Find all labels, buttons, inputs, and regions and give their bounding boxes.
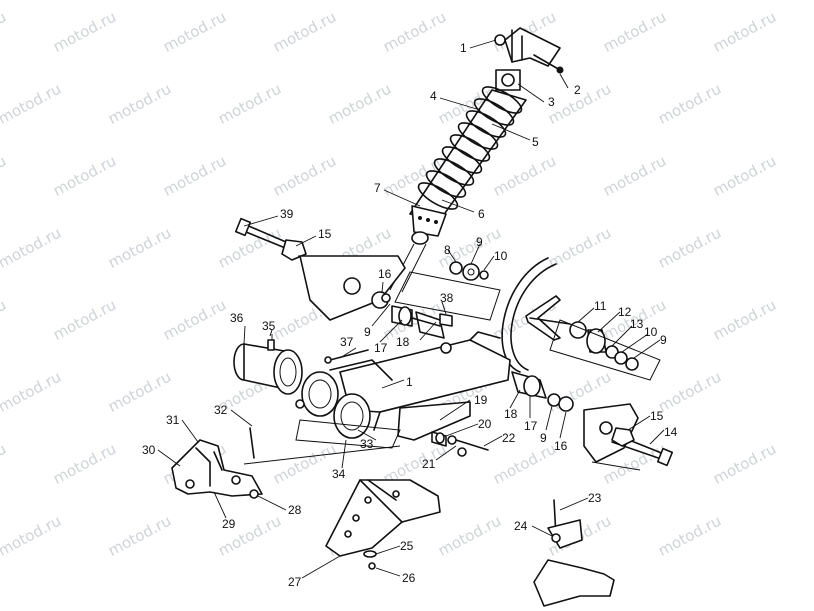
bolt-39 — [234, 217, 307, 261]
rear-slide-rail-27 — [325, 479, 441, 570]
callout-label: 30 — [142, 443, 156, 457]
callout-label: 39 — [280, 207, 294, 221]
callout-label: 36 — [230, 311, 244, 325]
callout-label: 19 — [474, 393, 488, 407]
part-callouts: 1 2 3 4 5 6 7 8 9 10 11 12 13 10 9 39 15… — [142, 41, 678, 589]
callout-label: 11 — [594, 299, 607, 313]
wheel-hub-parts — [549, 319, 661, 381]
callout-label: 18 — [504, 407, 518, 421]
callout-label: 14 — [664, 425, 678, 439]
linkage-19-20-22 — [397, 401, 489, 457]
callout-label: 23 — [588, 491, 602, 505]
callout-label: 8 — [444, 243, 451, 257]
callout-label: 4 — [430, 89, 437, 103]
callout-label: 9 — [364, 325, 371, 339]
callout-label: 12 — [618, 305, 632, 319]
callout-label: 10 — [494, 249, 508, 263]
callout-label: 33 — [360, 437, 374, 451]
callout-label: 15 — [318, 227, 332, 241]
callout-label: 17 — [524, 419, 538, 433]
callout-label: 13 — [630, 317, 644, 331]
bushings-left — [371, 291, 453, 327]
callout-label: 34 — [332, 467, 346, 481]
callout-label: 35 — [262, 319, 276, 333]
callout-label: 5 — [532, 135, 539, 149]
shock-absorber — [389, 69, 527, 293]
callout-label: 32 — [214, 403, 228, 417]
callout-label: 31 — [166, 413, 180, 427]
callout-label: 1 — [406, 375, 413, 389]
callout-label: 25 — [400, 539, 414, 553]
callout-label: 9 — [660, 333, 667, 347]
callout-label: 29 — [222, 517, 236, 531]
callout-label: 7 — [374, 181, 381, 195]
bracket-23-24 — [533, 499, 615, 607]
bushings-right — [511, 371, 574, 412]
callout-label: 38 — [440, 291, 454, 305]
callout-label: 15 — [650, 409, 664, 423]
bolt-37 — [324, 349, 369, 364]
idler-wheel — [501, 257, 571, 373]
callout-label: 10 — [644, 325, 658, 339]
callout-label: 2 — [574, 83, 581, 97]
callout-label: 9 — [540, 431, 547, 445]
shock-spring — [417, 86, 523, 210]
callout-label: 6 — [478, 207, 485, 221]
callout-label: 18 — [396, 335, 410, 349]
lower-strap-and-bracket — [171, 419, 401, 499]
callout-label: 20 — [478, 417, 492, 431]
callout-label: 21 — [422, 457, 436, 471]
callout-label: 17 — [374, 341, 388, 355]
callout-label: 37 — [340, 335, 354, 349]
right-link-plate — [583, 403, 674, 471]
callout-label: 9 — [476, 235, 483, 249]
callout-label: 22 — [502, 431, 516, 445]
callout-label: 26 — [402, 571, 416, 585]
callout-label: 16 — [554, 439, 568, 453]
callout-label: 28 — [288, 503, 302, 517]
callout-label: 1 — [460, 41, 467, 55]
leader-lines — [157, 39, 665, 579]
callout-label: 27 — [288, 575, 302, 589]
callout-label: 3 — [548, 95, 555, 109]
upper-mount-bracket — [494, 27, 564, 74]
axle-tube-36 — [233, 329, 303, 395]
upper-link-plate — [298, 255, 406, 321]
callout-label: 16 — [378, 267, 392, 281]
callout-label: 24 — [514, 519, 528, 533]
front-sleeves — [295, 359, 393, 439]
